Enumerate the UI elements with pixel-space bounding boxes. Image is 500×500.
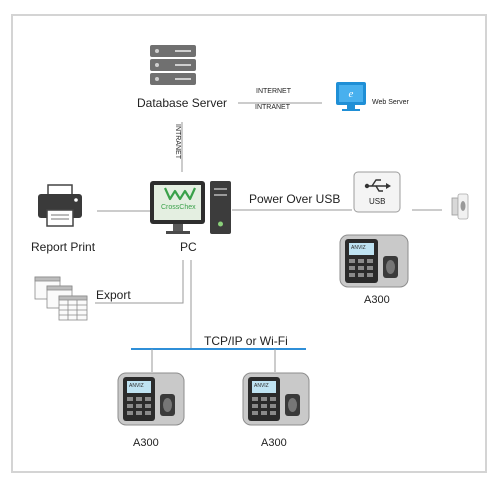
a300-usb-device-brand: ANVIZ [351, 245, 366, 251]
report-print-label: Report Print [31, 240, 96, 254]
pc-label: PC [180, 240, 197, 254]
connection-lines [95, 102, 442, 349]
database-server-label: Database Server [137, 96, 228, 110]
internet-link-label: INTERNET [256, 88, 291, 95]
svg-text:e: e [349, 88, 354, 100]
power-over-usb-label: Power Over USB [249, 192, 341, 206]
export-documents-icon [34, 276, 88, 321]
a300-right-device-brand: ANVIZ [254, 383, 269, 389]
a300-left-device-icon [117, 372, 185, 426]
usb-hub-label: USB [369, 197, 386, 206]
tcp-wifi-label: TCP/IP or Wi-Fi [204, 334, 288, 348]
printer-icon [38, 184, 82, 227]
pc-icon [150, 181, 231, 234]
crosschex-logo-icon [163, 187, 197, 201]
a300-left-device-brand: ANVIZ [129, 383, 144, 389]
database-server-icon [150, 45, 196, 85]
intranet-link-label: INTRANET [255, 104, 290, 111]
fingerprint-sensor-icon [451, 193, 469, 220]
a300-right-device-label: A300 [261, 437, 287, 449]
a300-left-device-label: A300 [133, 437, 159, 449]
export-label: Export [96, 288, 131, 302]
a300-usb-device-icon [339, 234, 409, 288]
web-server-icon: e [336, 82, 366, 111]
usb-hub-icon [353, 171, 401, 213]
web-server-label: Web Server [372, 99, 409, 106]
intranet-vertical-link-label: INTRANET [174, 124, 181, 159]
a300-right-device-icon [242, 372, 310, 426]
crosschex-logo-label: CrossChex [161, 204, 196, 211]
pc-export-link-line [95, 260, 184, 304]
a300-usb-device-label: A300 [364, 294, 390, 306]
